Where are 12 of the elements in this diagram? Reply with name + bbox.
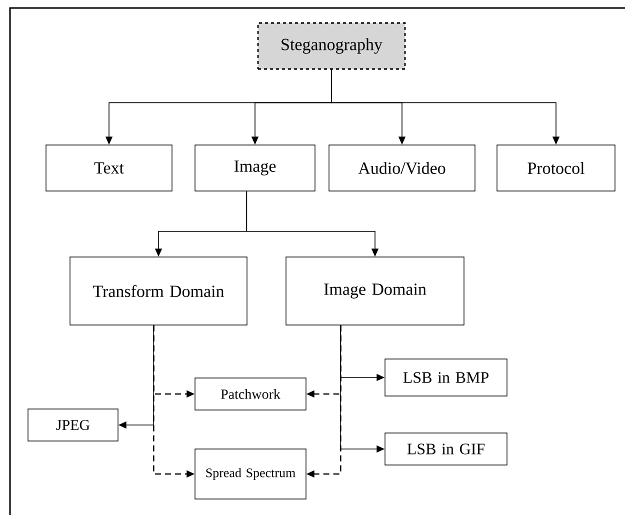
category-box: Protocol <box>496 144 616 192</box>
category-box: Patchwork <box>194 378 306 410</box>
category-box: Text <box>46 144 172 192</box>
category-box: Audio/Video <box>328 144 476 192</box>
category-box: LSB in GIF <box>384 432 508 466</box>
category-box: Transform Domain <box>70 256 248 326</box>
category-box: Image Domain <box>286 256 464 326</box>
root-box: Steganography <box>257 22 406 70</box>
category-box: Image <box>194 144 316 192</box>
category-box: LSB in BMP <box>384 358 508 396</box>
category-box: Spread Spectrum <box>194 448 306 500</box>
category-box: JPEG <box>28 408 118 442</box>
